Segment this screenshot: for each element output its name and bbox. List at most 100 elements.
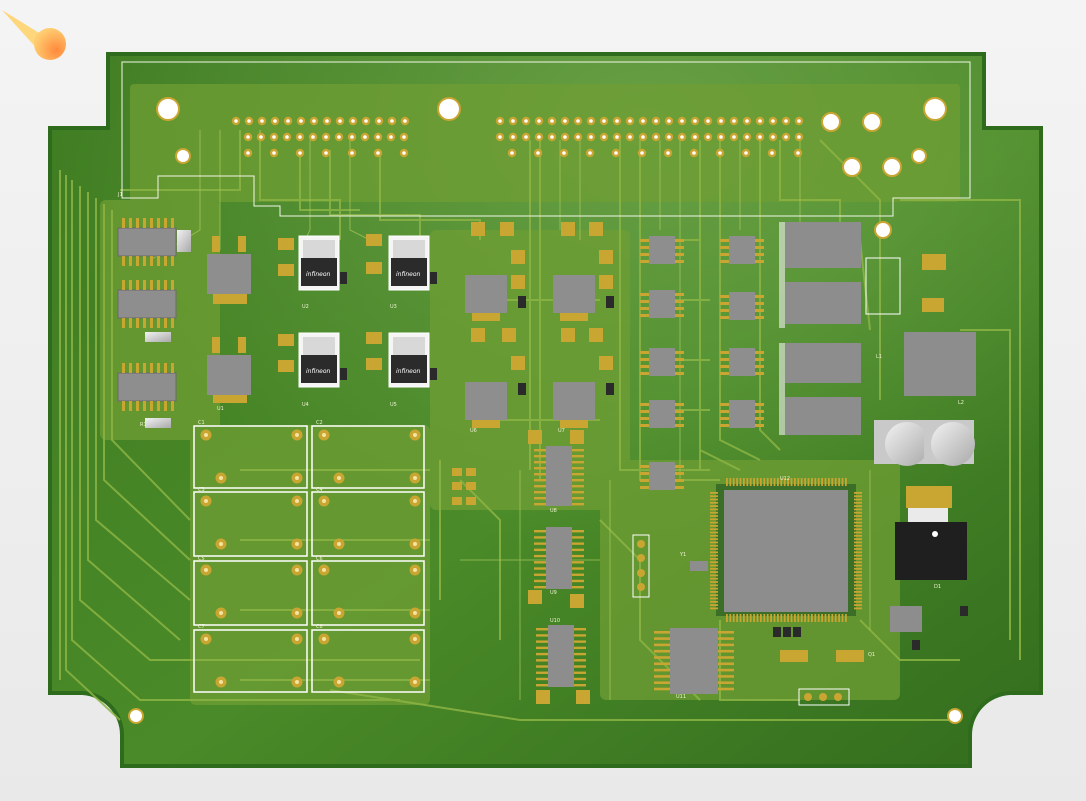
ic-leg [640, 486, 649, 489]
connector-pin-hole [666, 151, 670, 155]
relay-pad-hole [337, 476, 341, 480]
mcu-pin [811, 614, 813, 622]
ic-leg [675, 358, 684, 361]
ic-leg [164, 318, 167, 328]
mcu-pin [821, 478, 823, 486]
mcu-pin [838, 614, 840, 622]
mcu-pin [710, 587, 718, 590]
ic-leg [574, 671, 586, 674]
mcu-pin [854, 607, 862, 610]
relay-pad-hole [413, 637, 417, 641]
ic-leg [136, 280, 139, 290]
mcu-pin [773, 614, 776, 622]
connector-pin-hole [510, 151, 514, 155]
connector-pin-hole [628, 135, 632, 139]
mcu-pin [794, 614, 796, 622]
relay-pad-hole [295, 680, 299, 684]
connector-pin-hole [376, 135, 380, 139]
mcu-pins [710, 478, 862, 622]
ic-leg [718, 631, 734, 634]
mcu-pin [780, 614, 783, 622]
mcu-pin [841, 478, 844, 486]
connector-pin-hole [511, 135, 515, 139]
ic-leg [572, 455, 584, 458]
mcu-pin [710, 508, 718, 511]
ic-leg [640, 293, 649, 296]
relay-pad-hole [322, 568, 326, 572]
ic-leg [755, 316, 764, 319]
ic-leg [534, 497, 546, 500]
mcu-pin [854, 584, 862, 587]
connector-pin-hole [272, 151, 276, 155]
ic-leg [640, 307, 649, 310]
label-c7: C7 [198, 624, 205, 630]
ic-leg [122, 318, 125, 328]
ic-leg [640, 239, 649, 242]
relay-pad-hole [413, 680, 417, 684]
connector-pin-hole [273, 119, 277, 123]
connector-pin-hole [706, 135, 710, 139]
ic-leg [536, 634, 548, 637]
connector-outline [121, 61, 971, 217]
ic-leg [675, 314, 684, 317]
relay-pad-hole [204, 499, 208, 503]
relay-pad-hole [413, 476, 417, 480]
tssop-chips [546, 446, 922, 694]
ic-leg [640, 403, 649, 406]
ic-leg [574, 659, 586, 662]
mcu-pin [807, 614, 810, 622]
connector-pin-hole [745, 119, 749, 123]
ic-leg [534, 503, 546, 506]
ic-leg [654, 631, 670, 634]
ic-leg [143, 401, 146, 411]
connector-pin-hole [350, 135, 354, 139]
mcu-pin [804, 614, 806, 622]
power-ic-brand-2: infineon [396, 271, 421, 278]
ic-leg [572, 573, 584, 576]
ic-leg [143, 318, 146, 328]
mcu-pin [854, 515, 862, 517]
mcu-pin [854, 501, 862, 504]
ic-leg [164, 256, 167, 266]
ic-leg [675, 351, 684, 354]
mcu-pin [729, 478, 732, 486]
mcu-pin [854, 551, 862, 554]
connector-pin-hole [363, 135, 367, 139]
connector-pin-hole [402, 135, 406, 139]
mcu-pin [845, 478, 847, 486]
connector-pin-hole [576, 119, 580, 123]
ic-leg [572, 530, 584, 533]
ic-leg [640, 358, 649, 361]
connector-pin-hole [259, 135, 263, 139]
ic-leg [755, 260, 764, 263]
power-ic-4: infineon [388, 332, 430, 388]
connector-pin-hole [246, 135, 250, 139]
relay-pad-hole [219, 476, 223, 480]
ic-leg [720, 302, 729, 305]
ic-leg [171, 401, 174, 411]
ic-leg [122, 280, 125, 290]
relay-pad-hole [337, 611, 341, 615]
ic-leg [718, 687, 734, 691]
ic-leg [574, 628, 586, 631]
connector-pin-hole [537, 119, 541, 123]
mcu-pin [710, 511, 718, 514]
ic-leg [755, 302, 764, 305]
connector-pin-hole [640, 151, 644, 155]
relay-pad-hole [295, 611, 299, 615]
ic-leg [534, 530, 546, 533]
ic-leg [640, 365, 649, 368]
mcu-pin [760, 614, 762, 622]
connector-pin-hole [524, 135, 528, 139]
label-u5: U5 [390, 402, 397, 408]
label-u6: U6 [470, 428, 477, 434]
mcu-pin [777, 614, 779, 622]
mcu-pin [710, 554, 718, 557]
mcu-pin [854, 495, 862, 498]
connector-pin-hole [654, 119, 658, 123]
ic-leg [157, 363, 160, 373]
ic-leg [164, 280, 167, 290]
mcu-pin [710, 531, 718, 534]
power-ic-group: infineon infineon infineon infineon [298, 235, 430, 388]
mcu-pin [773, 478, 776, 486]
